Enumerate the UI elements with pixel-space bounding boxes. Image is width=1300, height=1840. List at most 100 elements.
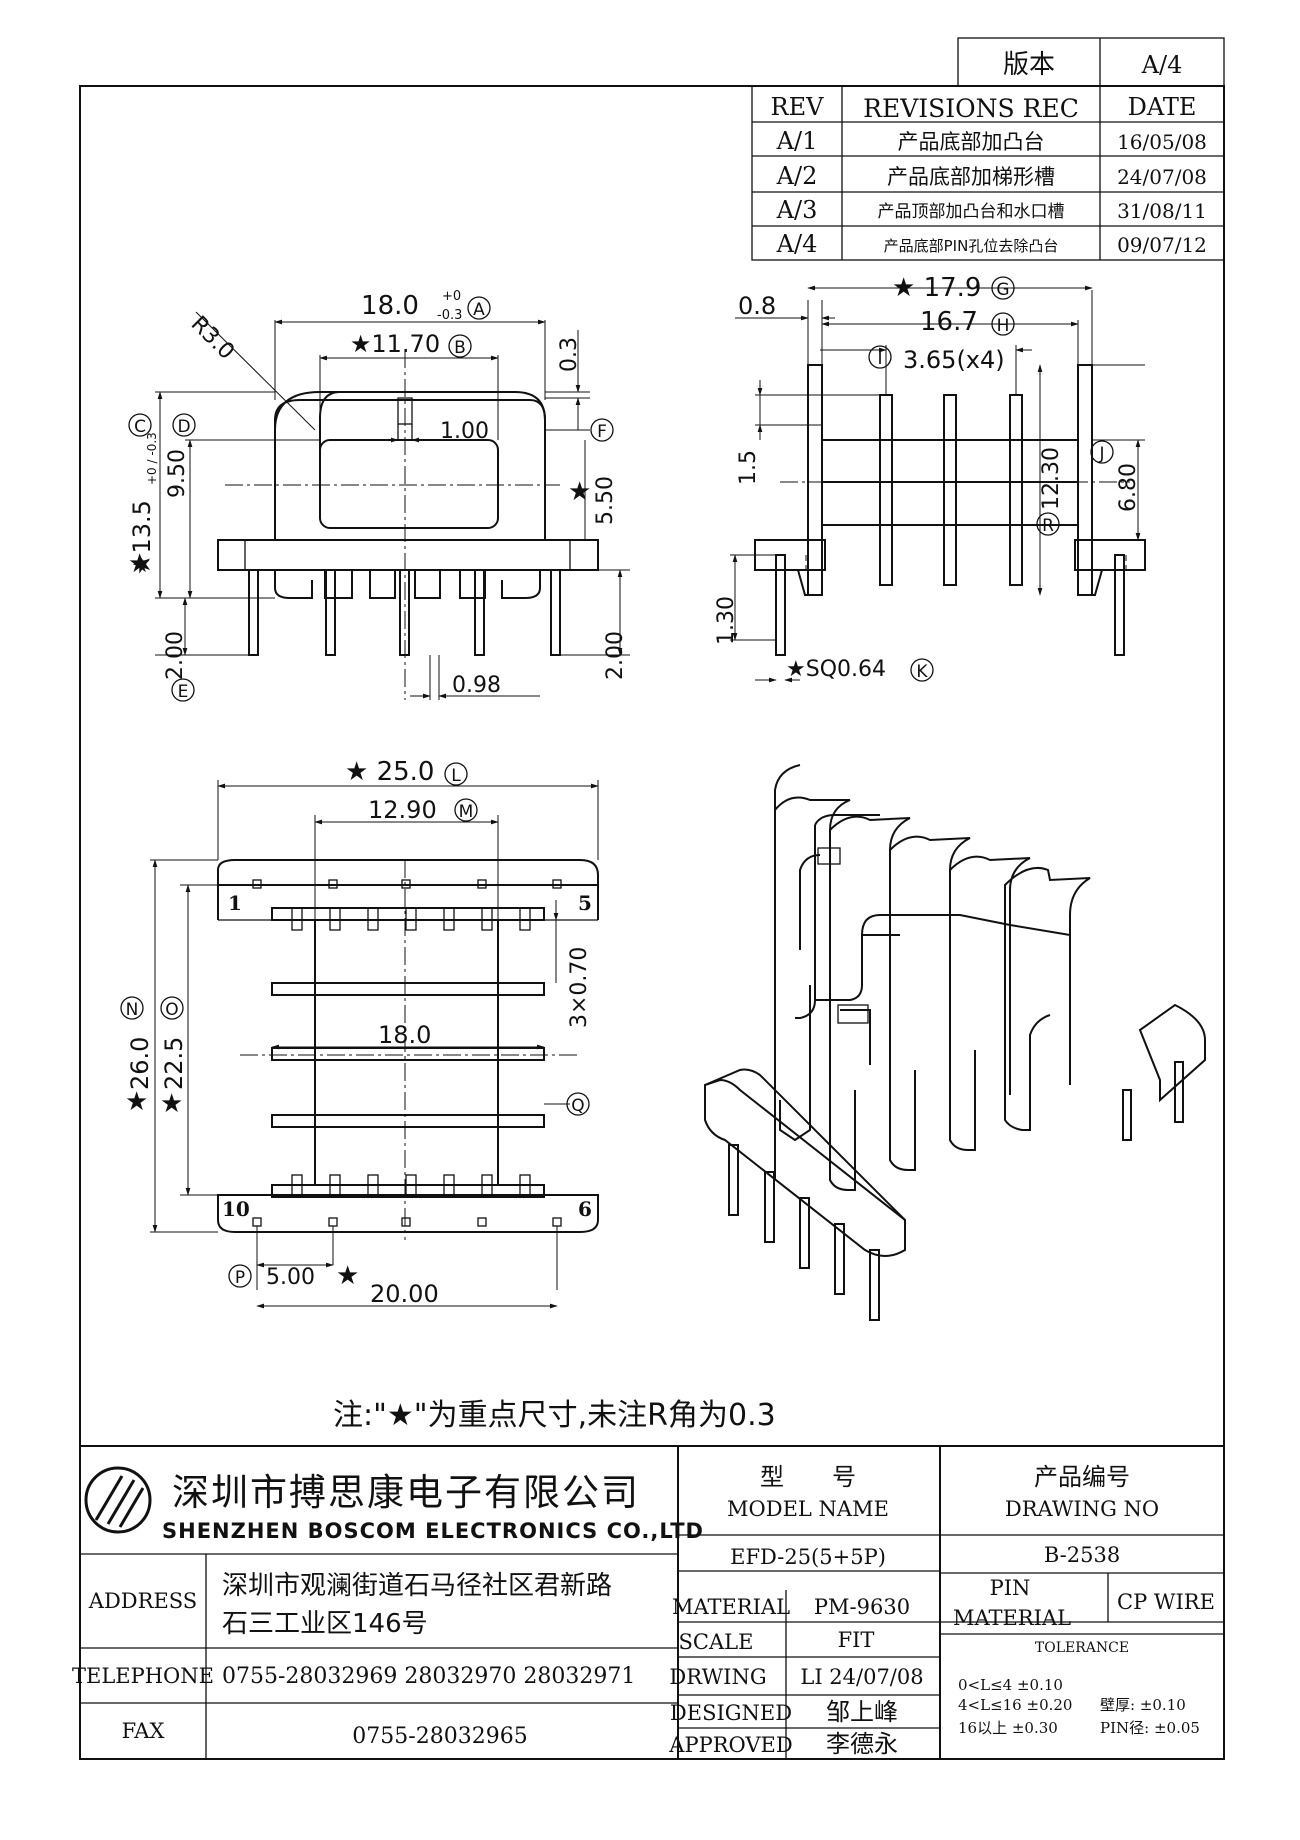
side-dim-17-9: ★ 17.9 [892, 273, 981, 303]
drawing-no-label-en: DRAWING NO [1005, 1497, 1159, 1521]
address-label: ADDRESS [88, 1589, 197, 1613]
scale-value: FIT [838, 1628, 875, 1652]
front-dim-width: 18.0 [361, 291, 419, 321]
tolerance-wall: 壁厚: ±0.10 [1100, 1696, 1186, 1714]
side-dim-16-7: 16.7 [920, 307, 978, 337]
bottom-22-star: ★ [160, 1089, 183, 1119]
front-dim-slot: 1.00 [440, 419, 489, 444]
front-ref-a: A [473, 300, 485, 320]
rev-a3: A/3 [776, 196, 818, 224]
side-dim-12-30: 12.30 [1039, 447, 1064, 510]
telephone-value: 0755-28032969 28032970 28032971 [222, 1664, 635, 1689]
isometric-view [704, 764, 1206, 1321]
side-ref-r: R [1042, 516, 1054, 536]
company-logo [84, 1466, 152, 1534]
bottom-ref-q: Q [571, 1096, 584, 1116]
front-dim-pin-left: 2.00 [163, 631, 188, 680]
model-value: EFD-25(5+5P) [730, 1545, 886, 1569]
bottom-dim-22-5: 22.5 [160, 1037, 188, 1090]
front-dim-width-tol-lower: -0.3 [437, 308, 462, 323]
address-line1: 深圳市观澜街道石马径社区君新路 [222, 1571, 612, 1601]
version-label: 版本 [1003, 50, 1055, 80]
side-view: ★ 17.9 G 0.8 16.7 H I 3.65(x4) 1.5 12.30… [714, 273, 1146, 683]
pin-material-value: CP WIRE [1117, 1590, 1215, 1614]
telephone-label: TELEPHONE [72, 1664, 214, 1688]
bottom-dim-26: 26.0 [126, 1037, 154, 1090]
front-view-pins [248, 569, 561, 656]
side-dim-1-5: 1.5 [736, 450, 761, 485]
front-dim-height-total: ★13.5 [128, 500, 156, 575]
approved-label: APPROVED [668, 1733, 792, 1757]
tolerance-row-3: 16以上 ±0.30 [958, 1719, 1058, 1737]
side-dim-6-80: 6.80 [1116, 463, 1141, 512]
bottom-dim-5: 5.00 [266, 1265, 315, 1290]
drawing-note: 注:"★"为重点尺寸,未注R角为0.3 [333, 1398, 776, 1433]
front-ref-c: C [134, 417, 146, 437]
bottom-view-pin-holes [252, 879, 562, 1227]
drawing-no-value: B-2538 [1044, 1543, 1120, 1567]
rec-a4: 产品底部PIN孔位去除凸台 [884, 237, 1059, 255]
company-name-cn: 深圳市搏思康电子有限公司 [172, 1471, 640, 1514]
bottom-view-tabs [291, 907, 531, 1198]
rec-a1: 产品底部加凸台 [898, 130, 1045, 154]
date-a3: 31/08/11 [1117, 199, 1207, 223]
title-block: 深圳市搏思康电子有限公司 SHENZHEN BOSCOM ELECTRONICS… [72, 1445, 1224, 1759]
drwing-value: LI 24/07/08 [800, 1665, 923, 1689]
bottom-ref-l: L [451, 766, 461, 786]
rev-a4: A/4 [776, 230, 818, 258]
fax-value: 0755-28032965 [352, 1724, 527, 1749]
model-label-cn: 型 号 [760, 1463, 856, 1491]
front-ref-e: E [178, 682, 189, 702]
pin-label-10: 10 [222, 1197, 250, 1221]
material-value: PM-9630 [814, 1595, 910, 1619]
side-dim-1-30: 1.30 [714, 596, 739, 645]
rec-a3: 产品顶部加凸台和水口槽 [878, 202, 1065, 222]
date-a4: 09/07/12 [1117, 233, 1207, 257]
sheet-border [79, 85, 1225, 1760]
fax-label: FAX [122, 1719, 165, 1743]
front-radius: R3.0 [186, 312, 239, 365]
rec-header: REVISIONS REC [863, 94, 1079, 123]
tolerance-row-2: 4<L≤16 ±0.20 [958, 1696, 1072, 1714]
drwing-label: DRWING [669, 1665, 766, 1689]
side-dim-pitch: 3.65(x4) [903, 346, 1005, 374]
rec-a2: 产品底部加梯形槽 [887, 165, 1055, 189]
bottom-dim-12-90: 12.90 [368, 796, 437, 824]
address-line2: 石三工业区146号 [222, 1609, 428, 1639]
front-center-star: ★ [568, 477, 591, 507]
bottom-view: 1 5 10 6 ★ 25.0 L 12.90 M 3×0.70 18.0 N [120, 757, 599, 1309]
front-ref-f: F [597, 422, 607, 442]
front-dim-top: 0.3 [557, 337, 582, 372]
bottom-ref-n: N [126, 1000, 139, 1020]
side-ref-g: G [996, 280, 1009, 300]
model-label-en: MODEL NAME [727, 1497, 889, 1521]
bottom-26-star: ★ [125, 1087, 148, 1117]
rev-a2: A/2 [776, 162, 818, 190]
side-dim-pin: ★SQ0.64 [786, 657, 886, 682]
front-dim-width-tol-upper: +0 [442, 289, 461, 304]
front-dim-center: 5.50 [593, 476, 618, 525]
front-dim-pin-right: 2.00 [603, 631, 628, 680]
bottom-dim-25: ★ 25.0 [345, 757, 434, 787]
company-name-en: SHENZHEN BOSCOM ELECTRONICS CO.,LTD [162, 1519, 704, 1543]
rev-header: REV [771, 93, 825, 121]
isometric-pins [728, 1061, 1184, 1321]
rev-a1: A/1 [776, 127, 818, 155]
front-dim-inner-height: 9.50 [165, 449, 190, 498]
bottom-5-star: ★ [336, 1261, 359, 1291]
approved-value: 李德永 [826, 1730, 898, 1758]
bottom-dim-18: 18.0 [378, 1021, 431, 1049]
pin-label-1: 1 [228, 891, 242, 915]
drawing-no-label-cn: 产品编号 [1034, 1463, 1130, 1491]
side-ref-j: J [1098, 444, 1104, 464]
bottom-dim-20: 20.00 [370, 1280, 439, 1308]
date-header: DATE [1128, 93, 1197, 121]
bottom-ref-o: O [165, 1000, 178, 1020]
pin-label-6: 6 [578, 1197, 592, 1221]
material-label: MATERIAL [672, 1595, 790, 1619]
front-ref-b: B [454, 338, 466, 358]
side-dim-0-8: 0.8 [738, 292, 776, 320]
revision-table: REV REVISIONS REC DATE A/1 产品底部加凸台 16/05… [751, 85, 1225, 261]
side-ref-h: H [997, 316, 1010, 336]
